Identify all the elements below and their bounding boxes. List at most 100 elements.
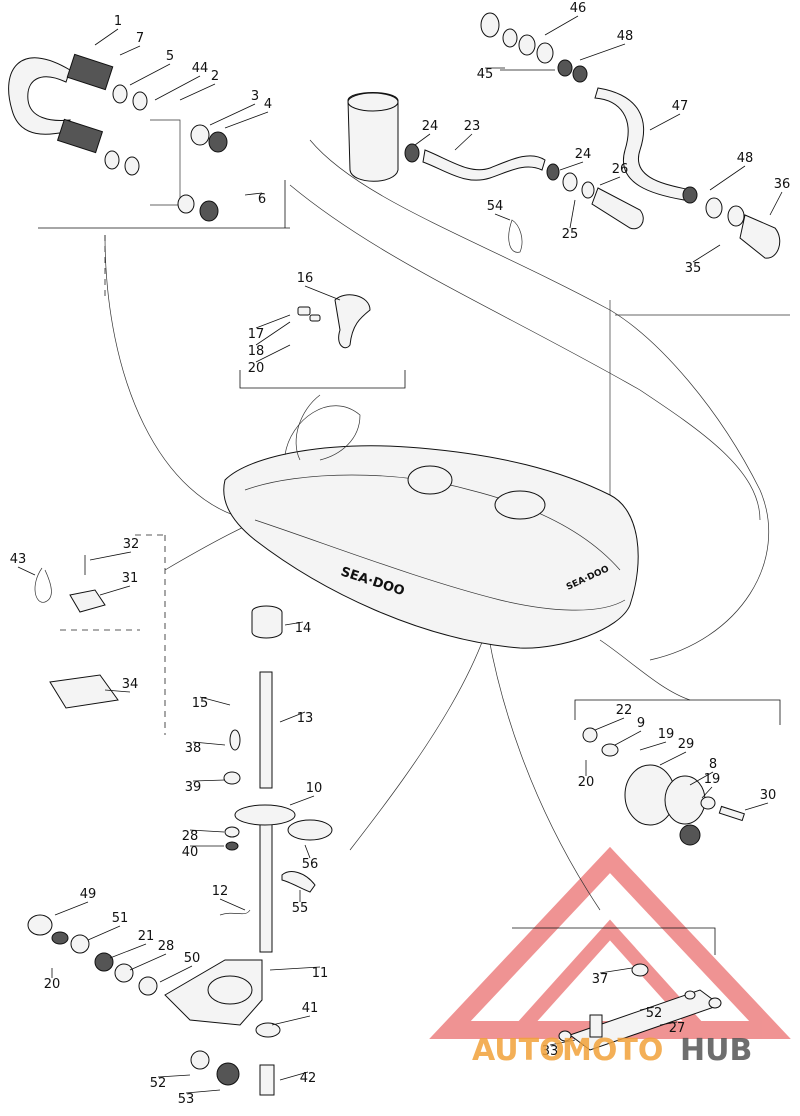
leader-line bbox=[185, 1089, 221, 1094]
leader-line bbox=[639, 1006, 655, 1011]
part-number-label: 15 bbox=[192, 696, 209, 711]
part-number-label: 28 bbox=[182, 829, 199, 844]
part-number-label: 29 bbox=[678, 737, 695, 752]
part-number-label: 48 bbox=[617, 29, 634, 44]
part-number-label: 25 bbox=[562, 227, 579, 242]
part-number-label: 5 bbox=[166, 49, 174, 64]
leader-line bbox=[94, 28, 119, 46]
right-parts-group bbox=[574, 699, 781, 846]
part-number-label: 43 bbox=[10, 552, 27, 567]
leader-line bbox=[284, 621, 304, 626]
leader-line bbox=[99, 585, 131, 596]
leader-line bbox=[89, 551, 132, 561]
leader-line bbox=[494, 213, 511, 221]
leader-line bbox=[255, 314, 291, 329]
part-number-label: 27 bbox=[669, 1021, 686, 1036]
leader-line bbox=[701, 786, 713, 799]
grab-handle-group bbox=[239, 294, 406, 389]
leader-line bbox=[639, 741, 667, 751]
leader-line bbox=[179, 83, 216, 101]
leader-line bbox=[157, 1074, 191, 1078]
part-number-label: 22 bbox=[616, 703, 633, 718]
part-number-label: 11 bbox=[312, 966, 329, 981]
part-number-label: 33 bbox=[542, 1044, 559, 1059]
part-number-label: 30 bbox=[760, 788, 777, 803]
part-number-label: 24 bbox=[575, 147, 592, 162]
leader-line bbox=[224, 111, 269, 129]
part-number-label: 8 bbox=[709, 757, 717, 772]
part-number-label: 50 bbox=[184, 951, 201, 966]
part-number-label: 1 bbox=[114, 14, 122, 29]
part-number-label: 35 bbox=[685, 261, 702, 276]
leader-line bbox=[219, 898, 246, 911]
part-number-label: 41 bbox=[302, 1001, 319, 1016]
part-number-label: 7 bbox=[136, 31, 144, 46]
leader-line bbox=[599, 176, 621, 186]
part-number-label: 24 bbox=[422, 119, 439, 134]
leader-line bbox=[414, 133, 431, 146]
part-number-label: 3 bbox=[251, 89, 259, 104]
part-number-label: 52 bbox=[646, 1006, 663, 1021]
part-number-label: 2 bbox=[211, 69, 219, 84]
part-number-label: 34 bbox=[122, 677, 139, 692]
part-number-label: 20 bbox=[44, 977, 61, 992]
leader-line bbox=[192, 779, 226, 782]
leader-line bbox=[129, 63, 171, 86]
part-number-label: 14 bbox=[295, 621, 312, 636]
part-number-label: 4 bbox=[264, 97, 272, 112]
hose-group bbox=[347, 12, 781, 259]
leader-line bbox=[649, 113, 681, 131]
part-number-label: 32 bbox=[123, 537, 140, 552]
leader-line bbox=[769, 191, 783, 216]
part-number-label: 12 bbox=[212, 884, 229, 899]
part-number-label: 49 bbox=[80, 887, 97, 902]
leader-line bbox=[559, 161, 584, 171]
leader-line bbox=[454, 133, 473, 151]
part-number-label: 36 bbox=[774, 177, 791, 192]
part-number-label: 10 bbox=[306, 781, 323, 796]
leader-line bbox=[244, 192, 263, 196]
handle-group bbox=[8, 53, 290, 229]
leader-line bbox=[154, 75, 201, 101]
part-number-label: 47 bbox=[672, 99, 689, 114]
part-number-label: 54 bbox=[487, 199, 504, 214]
part-number-label: 19 bbox=[658, 727, 675, 742]
part-number-label: 26 bbox=[612, 162, 629, 177]
leader-line bbox=[17, 566, 36, 576]
bottom-left-parts bbox=[27, 914, 158, 996]
part-number-label: 53 bbox=[178, 1092, 195, 1107]
part-number-label: 20 bbox=[248, 361, 265, 376]
leader-line bbox=[614, 730, 642, 746]
leader-line bbox=[289, 795, 315, 806]
leader-line bbox=[109, 943, 147, 959]
watermark-moto: MOTO bbox=[562, 1033, 663, 1068]
leader-line bbox=[304, 285, 341, 301]
part-number-label: 40 bbox=[182, 845, 199, 860]
leader-line bbox=[692, 244, 721, 263]
leader-line bbox=[304, 844, 311, 859]
part-number-label: 18 bbox=[248, 344, 265, 359]
leader-line bbox=[279, 1071, 309, 1081]
leader-line bbox=[569, 199, 576, 229]
leader-line bbox=[119, 45, 141, 56]
leader-line bbox=[54, 901, 89, 916]
part-number-label: 28 bbox=[158, 939, 175, 954]
watermark-auto: AUTO bbox=[472, 1033, 565, 1068]
leader-line bbox=[87, 925, 121, 941]
part-number-label: 13 bbox=[297, 711, 314, 726]
leader-line bbox=[104, 689, 131, 693]
leader-line bbox=[659, 751, 687, 766]
part-number-label: 51 bbox=[112, 911, 129, 926]
part-number-label: 46 bbox=[570, 1, 587, 16]
part-number-label: 52 bbox=[150, 1076, 167, 1091]
leader-line bbox=[599, 967, 633, 974]
watermark-text: AUTO MOTO HUB bbox=[472, 1033, 752, 1068]
part-number-label: 39 bbox=[185, 780, 202, 795]
leader-line bbox=[689, 771, 714, 786]
part-number-label: 55 bbox=[292, 901, 309, 916]
shaft-assembly bbox=[164, 605, 333, 1096]
part-number-label: 20 bbox=[578, 775, 595, 790]
leader-line bbox=[269, 966, 321, 971]
leader-line bbox=[279, 711, 306, 723]
